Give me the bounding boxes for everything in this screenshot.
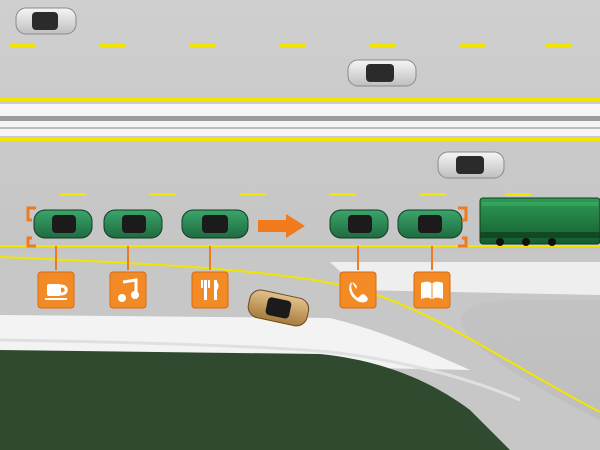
shoulder-edge-line	[0, 338, 521, 402]
icon-tile-coffee	[37, 271, 75, 309]
platoon-car-2	[103, 209, 163, 239]
white-shoulder	[330, 262, 600, 295]
top-lane-dashes	[10, 44, 571, 47]
gold-car-exiting	[247, 289, 310, 327]
platoon-car-5	[397, 209, 463, 239]
platoon-car-3	[181, 209, 249, 239]
yellow-edge-line-lower	[0, 138, 600, 141]
truck	[479, 197, 600, 246]
yellow-edge-line-upper	[0, 98, 600, 101]
silver-car-top-right	[347, 59, 417, 87]
median-gray-stripe	[0, 116, 600, 121]
icon-tile-music	[109, 271, 147, 309]
median-gray-stripe-2	[0, 127, 600, 129]
platoon-car-4	[329, 209, 389, 239]
grass-area	[0, 350, 510, 450]
icon-tile-book	[413, 271, 451, 309]
silver-car-top-left	[15, 7, 77, 35]
platoon-car-1	[33, 209, 93, 239]
icon-tile-fork-knife	[191, 271, 229, 309]
icon-tile-phone	[339, 271, 377, 309]
lower-lane-dashes	[60, 193, 531, 196]
platoon-bracket	[26, 206, 468, 248]
direction-arrow-icon	[258, 214, 305, 238]
silver-car-mid-right	[437, 151, 505, 179]
platoon-lane-edge	[0, 245, 600, 247]
icon-connectors	[55, 246, 433, 270]
